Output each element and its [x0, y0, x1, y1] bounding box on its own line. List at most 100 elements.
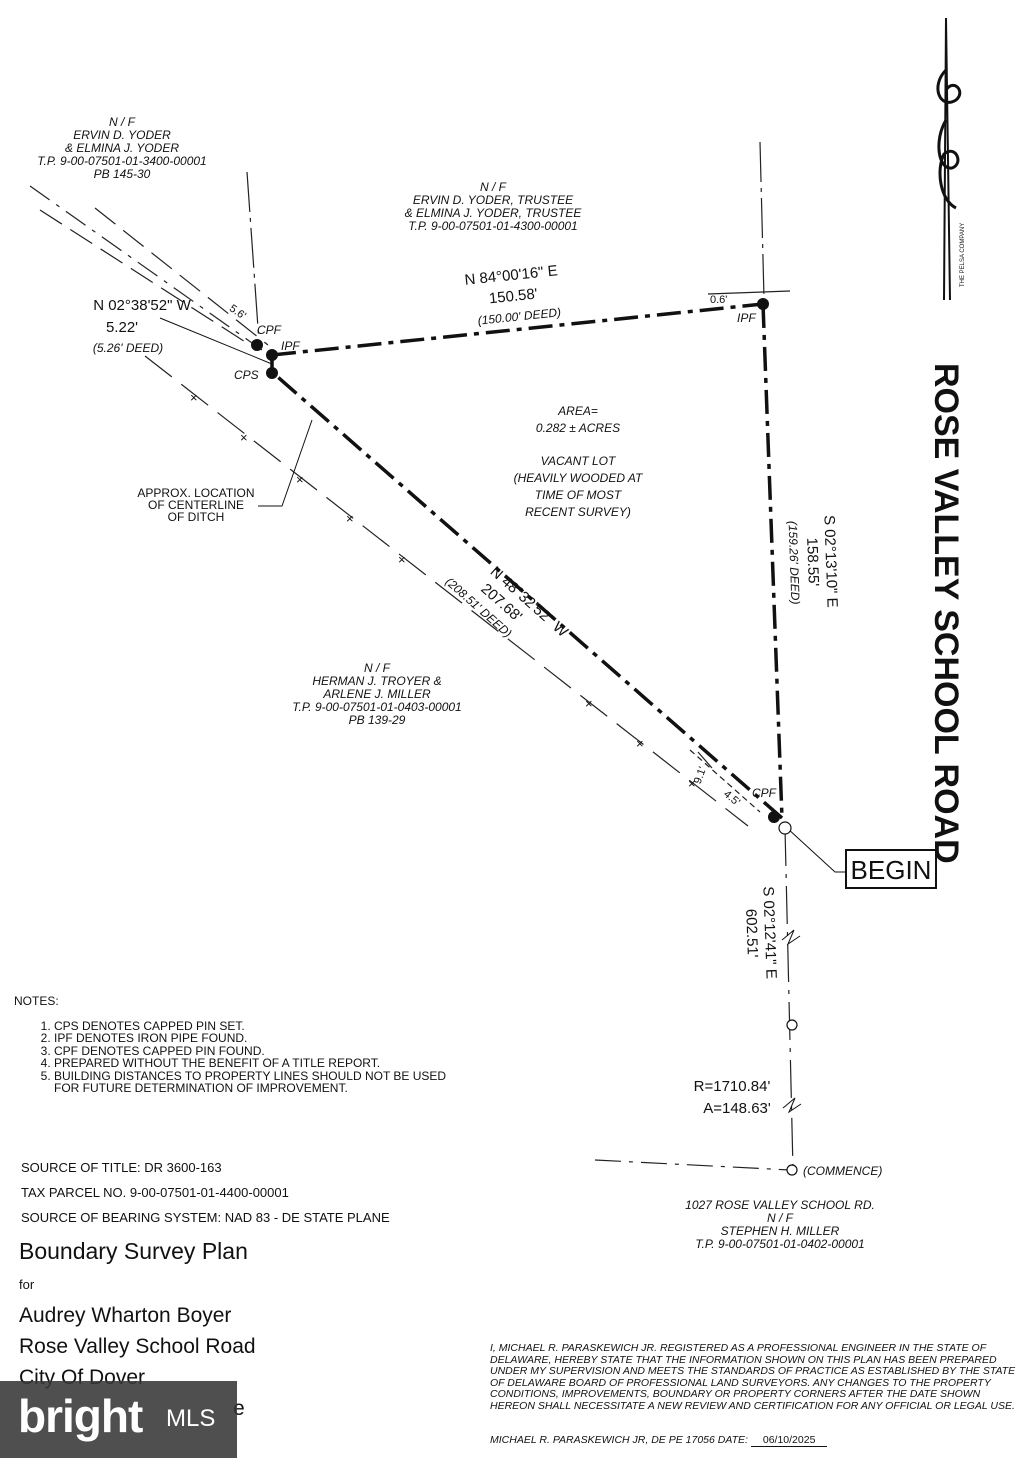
north-arrow-icon — [936, 17, 962, 301]
east-deed: (159.26' DEED) — [786, 521, 803, 605]
ditch-note-line3: OF DITCH — [168, 510, 225, 524]
begin-label: BEGIN — [851, 855, 932, 885]
certification-date: 06/10/2025 — [750, 1434, 828, 1447]
owner-miller-line2: N / F — [767, 1211, 794, 1225]
owner-yoder-trustee-line1: N / F — [480, 180, 507, 194]
fence-line — [144, 355, 749, 827]
ipf-label-ne: IPF — [737, 311, 756, 325]
owner-yoder-trustee-line2: ERVIN D. YODER, TRUSTEE — [413, 193, 574, 207]
watermark-brand: bright — [18, 1390, 143, 1442]
svg-text:×: × — [585, 696, 593, 711]
curve-radius: R=1710.84' — [694, 1078, 771, 1095]
title-block: Boundary Survey Plan for Audrey Wharton … — [19, 1238, 256, 1424]
ditch-leader — [258, 419, 313, 507]
begin-point-marker — [778, 821, 792, 835]
north-bearing: N 84°00'16" E — [464, 262, 559, 289]
notes-list: CPS DENOTES CAPPED PIN SET. IPF DENOTES … — [14, 1019, 474, 1095]
area-line6: RECENT SURVEY) — [525, 505, 631, 519]
source-of-title: SOURCE OF TITLE: DR 3600-163 — [21, 1160, 222, 1175]
owner-miller-line1: 1027 ROSE VALLEY SCHOOL RD. — [685, 1198, 875, 1212]
ditch-line-upper — [39, 209, 251, 346]
owner-yoder-trustee-line4: T.P. 9-00-07501-01-4300-00001 — [408, 219, 577, 233]
east-distance: 158.55' — [803, 537, 822, 586]
offset-ne: 0.6' — [710, 294, 727, 306]
se-offset-line — [689, 749, 761, 813]
west-distance: 5.22' — [106, 319, 138, 336]
svg-text:×: × — [346, 511, 354, 526]
owner-troyer-line5: PB 139-29 — [349, 713, 406, 727]
commence-point-marker — [786, 1164, 798, 1176]
svg-text:×: × — [688, 776, 696, 791]
svg-text:×: × — [190, 390, 198, 405]
bearing-system: SOURCE OF BEARING SYSTEM: NAD 83 - DE ST… — [21, 1210, 390, 1225]
ipf-label-nw: IPF — [281, 339, 300, 353]
area-line2: 0.282 ± ACRES — [536, 421, 620, 435]
cpf-marker-se — [768, 811, 780, 823]
owner-yoder-nw-line3: & ELMINA J. YODER — [65, 141, 179, 155]
watermark-mls: MLS — [166, 1405, 216, 1432]
north-vertical-ref-line — [246, 171, 260, 343]
note-item: CPF DENOTES CAPPED PIN FOUND. — [54, 1044, 474, 1058]
client-name: Audrey Wharton Boyer — [19, 1304, 232, 1327]
cpf-marker-nw — [251, 339, 263, 351]
begin-box — [845, 849, 937, 889]
note-item: BUILDING DISTANCES TO PROPERTY LINES SHO… — [54, 1069, 474, 1095]
owner-yoder-nw-line1: N / F — [109, 115, 136, 129]
break-symbol-lower — [782, 1097, 802, 1114]
owner-troyer-line2: HERMAN J. TROYER & — [312, 674, 441, 688]
compass-caption: THE PELSA COMPANY — [960, 223, 966, 287]
offset-se1: 9.1' — [692, 765, 709, 785]
west-deed: (5.26' DEED) — [93, 341, 163, 355]
cps-marker — [266, 367, 278, 379]
ne-offset-line — [707, 290, 791, 295]
commence-label: (COMMENCE) — [803, 1164, 882, 1178]
road-centerline — [784, 827, 794, 1171]
owner-troyer-line1: N / F — [364, 661, 391, 675]
owner-yoder-trustee-line3: & ELMINA J. YODER, TRUSTEE — [405, 206, 583, 220]
owner-miller-line4: T.P. 9-00-07501-01-0402-00001 — [695, 1237, 864, 1251]
boundary-east — [761, 303, 784, 819]
cps-label: CPS — [234, 368, 259, 382]
certification-text: I, MICHAEL R. PARASKEWICH JR. REGISTERED… — [490, 1342, 1016, 1412]
note-item: IPF DENOTES IRON PIPE FOUND. — [54, 1032, 474, 1045]
note-item: PREPARED WITHOUT THE BENEFIT OF A TITLE … — [54, 1057, 474, 1070]
west-bearing: N 02°38'52" W — [93, 297, 191, 314]
ipf-marker-ne — [757, 298, 769, 310]
offset-se2: 4.5' — [721, 788, 742, 808]
nw-adjoiner-line — [29, 185, 263, 351]
area-line1: AREA= — [557, 404, 598, 418]
north-distance: 150.58' — [488, 285, 538, 307]
ne-vertical-ref-line — [759, 141, 765, 299]
certification-signature: MICHAEL R. PARASKEWICH JR, DE PE 17056 D… — [490, 1434, 828, 1447]
owner-miller-line3: STEPHEN H. MILLER — [721, 1224, 840, 1238]
title-partial: e — [233, 1397, 245, 1420]
ditch-note-line1: APPROX. LOCATION — [137, 486, 254, 500]
fence-x-marks: × × × × × × × × — [190, 390, 696, 791]
break-symbol-upper — [781, 929, 801, 946]
begin-leader — [786, 827, 846, 873]
notes-block: NOTES: CPS DENOTES CAPPED PIN SET. IPF D… — [14, 995, 474, 1095]
road-name-label: ROSE VALLEY SCHOOL ROAD — [927, 363, 965, 864]
plan-title: Boundary Survey Plan — [19, 1238, 248, 1264]
road-point-marker — [786, 1019, 798, 1031]
cpf-label-nw: CPF — [257, 323, 282, 337]
boundary-southwest — [270, 370, 784, 820]
owner-yoder-nw-line2: ERVIN D. YODER — [73, 128, 171, 142]
dimension-se-9 — [697, 751, 713, 769]
client-road: Rose Valley School Road — [19, 1335, 256, 1358]
owner-yoder-nw-line4: T.P. 9-00-07501-01-3400-00001 — [37, 154, 206, 168]
bright-mls-watermark: bright MLS — [0, 1381, 237, 1458]
svg-text:×: × — [398, 552, 406, 567]
curve-arc: A=148.63' — [703, 1100, 771, 1117]
ditch-note-line2: OF CENTERLINE — [148, 498, 244, 512]
svg-text:×: × — [636, 736, 644, 751]
svg-text:×: × — [296, 472, 304, 487]
svg-text:×: × — [240, 430, 248, 445]
signer-name: MICHAEL R. PARASKEWICH JR, DE PE 17056 — [490, 1434, 715, 1446]
ditch-line-lower — [94, 207, 269, 346]
tax-parcel: TAX PARCEL NO. 9-00-07501-01-4400-00001 — [21, 1185, 289, 1200]
north-deed: (150.00' DEED) — [477, 305, 562, 328]
cpf-label-se: CPF — [752, 786, 777, 800]
notes-heading: NOTES: — [14, 994, 59, 1008]
